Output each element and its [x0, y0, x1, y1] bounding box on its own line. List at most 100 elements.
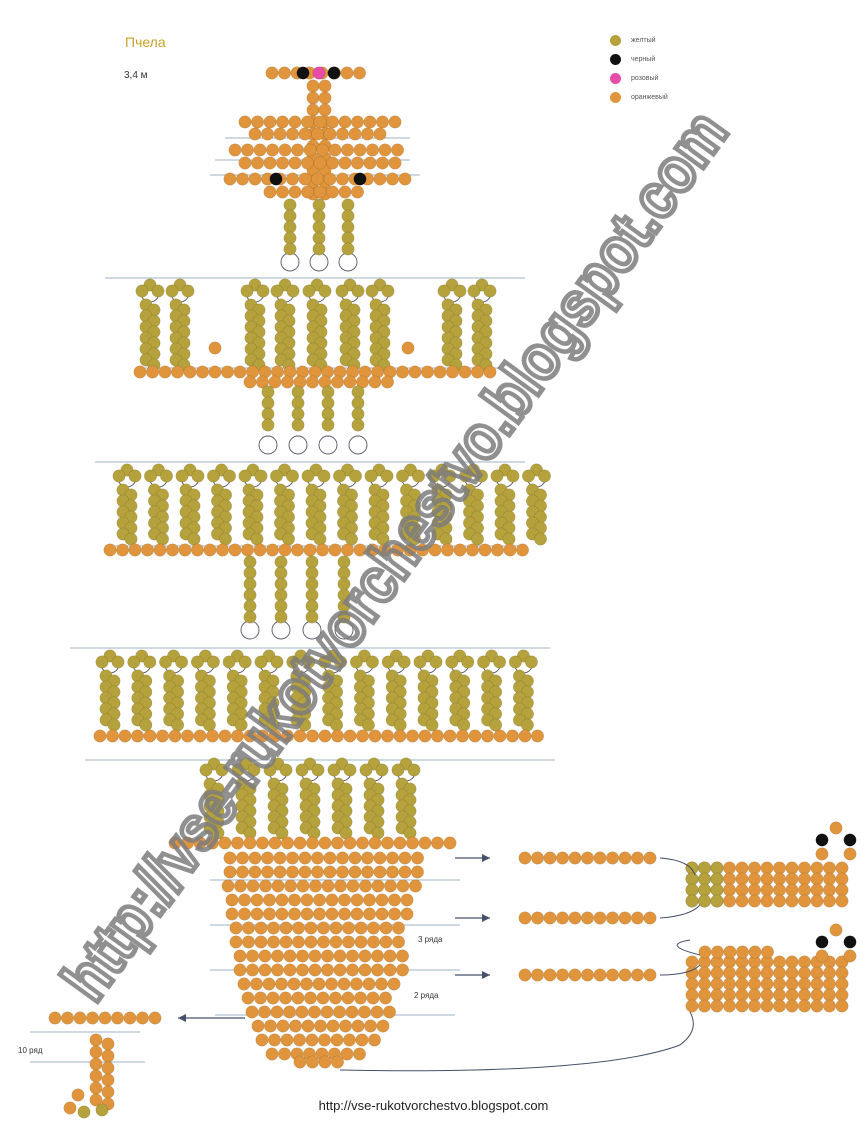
bead	[569, 852, 581, 864]
bead	[74, 1012, 86, 1024]
bead	[254, 144, 266, 156]
bead	[289, 186, 301, 198]
bead	[275, 567, 287, 579]
bead	[823, 967, 835, 979]
bead	[811, 884, 823, 896]
bead	[230, 922, 242, 934]
bead	[531, 969, 543, 981]
bead	[301, 894, 313, 906]
bead	[292, 386, 304, 398]
bead	[354, 144, 366, 156]
bead	[276, 186, 288, 198]
bead	[309, 950, 321, 962]
bead	[844, 848, 856, 860]
bead	[280, 764, 292, 776]
bead	[140, 719, 152, 731]
bead	[379, 992, 391, 1004]
loop-circle	[339, 253, 357, 271]
bead	[631, 969, 643, 981]
bead	[342, 221, 354, 233]
bead	[344, 376, 356, 388]
bead	[224, 173, 236, 185]
bead	[294, 1056, 306, 1068]
bead	[844, 936, 856, 948]
bead	[798, 884, 810, 896]
bead	[119, 730, 131, 742]
bead	[223, 470, 235, 482]
bead	[264, 764, 276, 776]
bead	[459, 470, 471, 482]
bead	[125, 533, 137, 545]
bead	[160, 470, 172, 482]
bead	[284, 880, 296, 892]
bead	[266, 544, 278, 556]
bead	[181, 730, 193, 742]
bead	[255, 656, 267, 668]
bead	[493, 656, 505, 668]
bead	[297, 880, 309, 892]
bead	[301, 116, 313, 128]
bead	[371, 950, 383, 962]
bead	[281, 376, 293, 388]
bead	[419, 730, 431, 742]
bead	[431, 837, 443, 849]
bead	[798, 895, 810, 907]
bead	[376, 908, 388, 920]
bead	[334, 656, 346, 668]
bead	[531, 730, 543, 742]
bead	[244, 730, 256, 742]
bead	[251, 157, 263, 169]
bead	[489, 719, 501, 731]
bead	[748, 884, 760, 896]
bead	[252, 1020, 264, 1032]
bead	[421, 366, 433, 378]
bead	[86, 1012, 98, 1024]
bead	[262, 386, 274, 398]
bead	[279, 144, 291, 156]
bead	[316, 144, 328, 156]
bead	[226, 894, 238, 906]
bead	[544, 969, 556, 981]
bead	[286, 128, 298, 140]
bead	[531, 912, 543, 924]
bead	[319, 730, 331, 742]
arrow-head	[482, 854, 490, 862]
bead	[471, 533, 483, 545]
bead	[686, 862, 698, 874]
bead	[250, 978, 262, 990]
bead	[334, 880, 346, 892]
bead	[396, 366, 408, 378]
bead	[257, 285, 269, 297]
bead	[773, 989, 785, 1001]
bead	[313, 210, 325, 222]
bead	[606, 852, 618, 864]
bead	[271, 950, 283, 962]
bead	[836, 989, 848, 1001]
bead	[350, 656, 362, 668]
bead	[296, 1006, 308, 1018]
loop-circle	[281, 253, 299, 271]
bead	[169, 730, 181, 742]
bead	[343, 1034, 355, 1046]
bead	[175, 656, 187, 668]
bead	[246, 1006, 258, 1018]
bead	[338, 978, 350, 990]
bead	[399, 173, 411, 185]
bead	[144, 470, 156, 482]
bead	[811, 895, 823, 907]
bead	[364, 1020, 376, 1032]
bead	[328, 764, 340, 776]
bead	[339, 186, 351, 198]
loop-circle	[289, 436, 307, 454]
bead	[317, 992, 329, 1004]
arrow-head	[482, 971, 490, 979]
bead	[406, 837, 418, 849]
bead	[631, 852, 643, 864]
bead	[234, 964, 246, 976]
bead	[154, 544, 166, 556]
bead	[284, 964, 296, 976]
bead	[182, 285, 194, 297]
bead	[384, 964, 396, 976]
bead	[261, 866, 273, 878]
bead	[606, 969, 618, 981]
